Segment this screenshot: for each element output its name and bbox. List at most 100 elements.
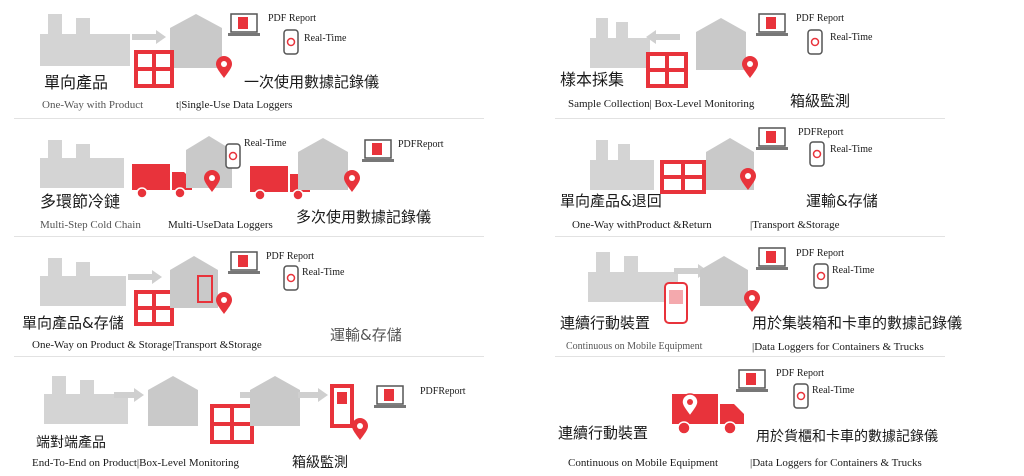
arrow-icon	[128, 270, 162, 284]
location-pin-icon	[681, 393, 699, 418]
panel-title-zh: 端對端產品	[36, 435, 106, 451]
panel-title-en: Multi-Step Cold Chain	[40, 219, 141, 231]
location-pin-icon	[740, 168, 756, 190]
logger-type-zh: 運輸&存儲	[806, 192, 878, 210]
realtime-label: Real-Time	[244, 138, 287, 149]
panel-title-en: End-To-End on Product|Box-Level Monitori…	[32, 457, 240, 469]
logger-type-en: |Data Loggers for Containers & Trucks	[752, 341, 924, 353]
refrigerator-icon	[330, 384, 354, 428]
panel-title-en: One-Way with Product	[42, 99, 144, 111]
arrow-icon	[132, 30, 166, 44]
factory-icon	[588, 252, 678, 302]
container-icon	[664, 282, 688, 324]
factory-icon	[40, 14, 130, 66]
realtime-label: Real-Time	[302, 267, 345, 278]
phone-icon	[793, 383, 809, 409]
realtime-label: Real-Time	[304, 33, 347, 44]
realtime-label: Real-Time	[830, 32, 873, 43]
report-label: PDF Report	[268, 13, 317, 24]
warehouse-icon	[250, 376, 300, 426]
report-label: PDF Report	[776, 368, 825, 379]
logger-type-zh: 用於集裝箱和卡車的數據記錄儀	[752, 314, 963, 332]
location-pin-icon	[344, 170, 360, 192]
laptop-report-icon	[374, 385, 406, 408]
panel-title-en: One-Way withProduct &Return	[572, 219, 712, 231]
realtime-label: Real-Time	[830, 144, 873, 155]
panel-title-zh: 連續行動裝置	[560, 314, 651, 332]
warehouse-icon	[696, 18, 746, 70]
logger-type-zh: 一次使用數據記錄儀	[244, 73, 380, 91]
factory-icon	[40, 140, 124, 188]
location-pin-icon	[204, 170, 220, 192]
factory-icon	[590, 140, 654, 190]
panel-title-en: Sample Collection| Box-Level Monitoring	[568, 98, 755, 110]
report-label: PDF Report	[796, 248, 845, 259]
product-box-icon	[210, 404, 254, 444]
logger-type-zh: 運輸&存儲	[330, 326, 402, 344]
panel-title-en: Continuous on Mobile Equipment	[568, 457, 719, 469]
factory-icon	[590, 18, 650, 68]
arrow-left-icon	[646, 30, 680, 44]
panel-title-zh: 單向產品	[44, 73, 109, 92]
warehouse-icon	[700, 256, 748, 306]
logger-type-zh: 箱級監測	[292, 455, 348, 471]
panel-title-en: One-Way on Product & Storage|Transport &…	[32, 339, 262, 351]
location-pin-icon	[744, 290, 760, 312]
divider	[14, 356, 484, 357]
phone-icon	[809, 141, 825, 167]
arrow-icon	[114, 388, 144, 402]
location-pin-icon	[742, 56, 758, 78]
product-box-icon	[134, 50, 174, 88]
product-box-icon	[660, 160, 706, 194]
logger-type-zh: 多次使用數據記錄儀	[296, 208, 432, 226]
realtime-label: Real-Time	[812, 385, 855, 396]
report-label: PDF Report	[266, 251, 315, 262]
laptop-report-icon	[228, 251, 260, 274]
report-label: PDFReport	[398, 139, 444, 150]
logger-type-zh: 箱級監測	[790, 92, 851, 110]
laptop-report-icon	[736, 369, 768, 392]
location-pin-icon	[216, 56, 232, 78]
panel-title-en: Continuous on Mobile Equipment	[566, 341, 703, 352]
laptop-report-icon	[228, 13, 260, 36]
report-label: PDF Report	[796, 13, 845, 24]
report-label: PDFReport	[798, 127, 844, 138]
product-box-icon	[134, 290, 174, 326]
logger-type-en: |Data Loggers for Containers & Trucks	[750, 457, 922, 469]
phone-icon	[283, 29, 299, 55]
divider	[555, 236, 945, 237]
arrow-icon	[674, 264, 708, 278]
divider	[14, 236, 484, 237]
truck-icon	[132, 164, 192, 199]
logger-type-en: t|Single-Use Data Loggers	[176, 99, 293, 111]
laptop-report-icon	[756, 247, 788, 270]
logger-type-en: |Transport &Storage	[750, 219, 840, 231]
location-pin-icon	[216, 292, 232, 314]
warehouse-icon	[298, 138, 348, 190]
panel-title-zh: 連續行動裝置	[558, 424, 649, 442]
laptop-report-icon	[756, 127, 788, 150]
phone-icon	[807, 29, 823, 55]
location-pin-icon	[352, 418, 368, 440]
arrow-icon	[298, 388, 328, 402]
warehouse-icon	[170, 14, 222, 68]
factory-icon	[40, 258, 126, 306]
panel-title-zh: 單向產品&存儲	[22, 314, 124, 332]
phone-icon	[225, 143, 241, 169]
warehouse-icon	[170, 256, 218, 308]
realtime-label: Real-Time	[832, 265, 875, 276]
product-box-icon	[646, 52, 688, 88]
divider	[555, 118, 945, 119]
report-label: PDFReport	[420, 386, 466, 397]
phone-icon	[283, 265, 299, 291]
panel-title-zh: 單向產品&退回	[560, 192, 662, 210]
logger-type-en: Multi-UseData Loggers	[168, 219, 273, 231]
phone-icon	[813, 263, 829, 289]
warehouse-icon	[186, 136, 232, 188]
laptop-report-icon	[756, 13, 788, 36]
laptop-report-icon	[362, 139, 394, 162]
panel-title-zh: 樣本採集	[560, 70, 625, 89]
warehouse-icon	[148, 376, 198, 426]
panel-title-zh: 多環節冷鏈	[40, 192, 121, 211]
divider	[14, 118, 484, 119]
